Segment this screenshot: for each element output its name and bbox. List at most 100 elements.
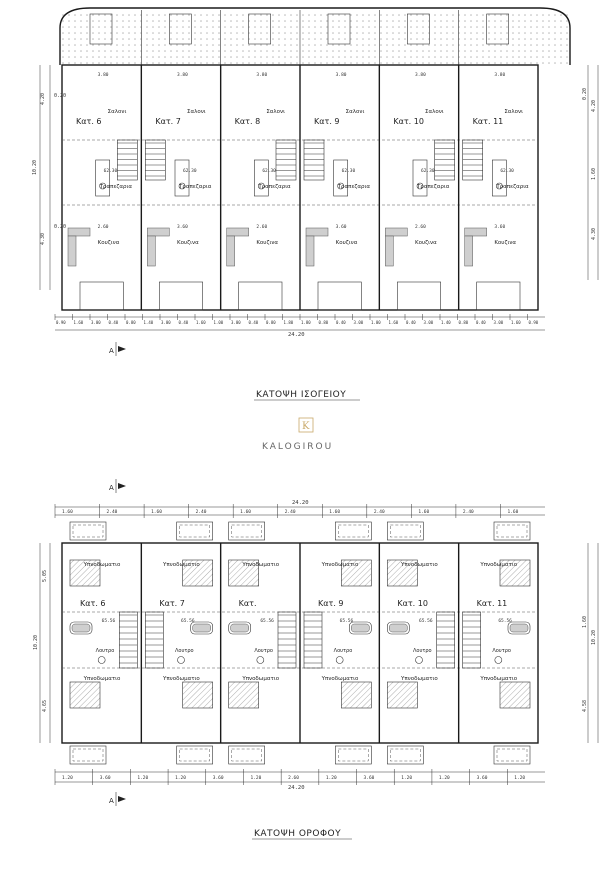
svg-text:A: A (109, 484, 114, 492)
porch (476, 281, 521, 311)
upper-top-dim: 1.60 (240, 509, 251, 515)
bedroom-label: Υπνοδωματιο (321, 562, 359, 568)
stair (119, 611, 138, 669)
upper-left-dim-0: 5.05 (42, 570, 48, 582)
ground-bottom-dim: 0.80 (126, 320, 136, 325)
ground-unit-label: Κατ. 9 (314, 117, 340, 126)
porch (238, 281, 283, 311)
upper-unit-label: Κατ. 7 (159, 599, 185, 608)
bedroom-label: Υπνοδωματιο (400, 562, 438, 568)
bedroom-label: Υπνοδωματιο (321, 676, 359, 682)
upper-bottom-dim: 3.60 (364, 775, 375, 781)
upper-total-width: 24.20 (292, 500, 309, 506)
upper-bottom-dim: 1.20 (62, 775, 73, 781)
logo-text: KALOGIROU (262, 442, 333, 452)
living-room-label: Σαλονι (266, 109, 285, 115)
ground-unit-label: Κατ. 6 (76, 117, 102, 126)
unit-area: 62.30 (421, 168, 435, 174)
ground-bottom-dim: 3.00 (424, 320, 434, 325)
bathtub (190, 621, 213, 635)
wardrobe (69, 681, 101, 709)
upper-bottom-dim: 3.60 (213, 775, 224, 781)
unit-area: 65.56 (340, 618, 354, 624)
wc (412, 159, 428, 197)
living-room-label: Σαλονι (504, 109, 523, 115)
bedroom-label: Υπνοδωματιο (241, 676, 279, 682)
dining-room-label: Τραπεζαρια (257, 184, 291, 190)
wc (95, 159, 110, 197)
stair (275, 139, 297, 181)
wc (174, 159, 190, 197)
bottom-balcony (335, 745, 372, 765)
upper-bottom-dim: 1.20 (439, 775, 450, 781)
mid-dim: 2.60 (256, 224, 267, 230)
upper-bottom-dim: 1.20 (250, 775, 261, 781)
stair (303, 611, 323, 669)
ground-unit-11: Κατ. 11ΣαλονιΤραπεζαριαΚουζινα62.303.803… (457, 65, 529, 311)
unit-area: 65.56 (260, 618, 274, 624)
bedroom-label: Υπνοδωματιο (479, 676, 517, 682)
kitchen-label: Κουζινα (415, 240, 437, 246)
ground-right-dim-0: 4.20 (591, 100, 597, 112)
upper-unit-label: Κατ. (239, 599, 257, 608)
unit-area: 65.56 (181, 618, 195, 624)
bath-label: Λουτρο (254, 648, 273, 654)
garden-steps (89, 13, 113, 45)
wardrobe (182, 681, 213, 709)
top-balcony (176, 521, 213, 541)
porch (79, 281, 124, 311)
dining-room-label: Τραπεζαρια (416, 184, 450, 190)
dining-room-label: Τραπεζαρια (495, 184, 529, 190)
wardrobe (387, 681, 418, 709)
upper-top-dim: 1.60 (62, 509, 73, 515)
top-dim: 3.80 (98, 72, 109, 78)
stair (145, 611, 164, 669)
living-room-label: Σαλονι (108, 109, 127, 115)
ground-unit-9: Κατ. 9ΣαλονιΤραπεζαριαΚουζινα62.303.803.… (299, 65, 370, 311)
bottom-balcony (228, 745, 265, 765)
ground-left-dim-1: 4.20 (40, 93, 46, 105)
upper-bottom-dim: 1.20 (175, 775, 186, 781)
bath-label: Λουτρο (96, 648, 115, 654)
porch (159, 281, 203, 311)
top-balcony (335, 521, 372, 541)
upper-bottom-dim: 1.20 (514, 775, 525, 781)
wc (333, 159, 348, 197)
ground-left-dim-total: 10.20 (32, 160, 38, 175)
ground-bottom-dim: 1.40 (441, 320, 451, 325)
top-dim: 3.80 (177, 72, 188, 78)
upper-right-dim-1: 1.60 (582, 616, 588, 628)
kitchen-counter (147, 227, 170, 237)
upper-top-dim: 2.40 (107, 509, 118, 515)
top-balcony (69, 521, 107, 541)
porch (317, 281, 362, 311)
wardrobe (499, 559, 531, 587)
stair (117, 139, 138, 181)
upper-top-dim: 1.60 (418, 509, 429, 515)
ground-bottom-dim: 3.00 (161, 320, 171, 325)
kitchen-label: Κουζινα (494, 240, 516, 246)
ground-bottom-dim: 3.00 (91, 320, 101, 325)
stair (303, 139, 325, 181)
upper-section-marker-bottom: A (109, 792, 126, 806)
bath-label: Λουτρο (175, 648, 194, 654)
bath-label: Λουτρο (334, 648, 353, 654)
kitchen-counter (385, 227, 408, 237)
ground-left-dim-0: 0.20 (54, 93, 66, 99)
upper-unit-label: Κατ. 6 (80, 599, 106, 608)
top-balcony (387, 521, 424, 541)
bedroom-label: Υπνοδωματιο (479, 562, 517, 568)
bath-label: Λουτρο (492, 648, 511, 654)
upper-bottom-dim: 1.20 (326, 775, 337, 781)
living-room-label: Σαλονι (425, 109, 444, 115)
top-dim: 3.80 (415, 72, 426, 78)
stair (462, 139, 483, 181)
bathtub (349, 621, 372, 635)
bedroom-label: Υπνοδωματιο (83, 676, 121, 682)
mid-dim: 3.60 (494, 224, 505, 230)
ground-unit-label: Κατ. 7 (155, 117, 181, 126)
ground-bottom-dim: 1.00 (214, 320, 224, 325)
